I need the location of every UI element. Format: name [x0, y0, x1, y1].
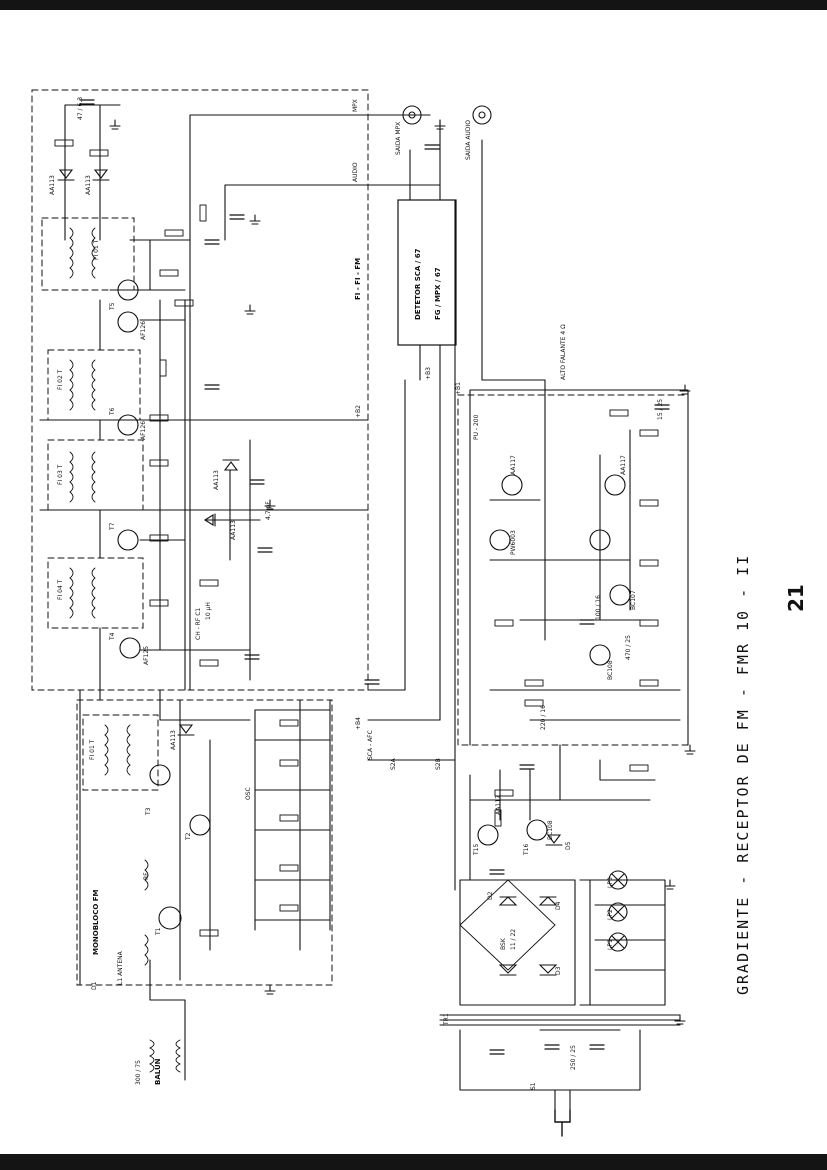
page-number-text: 21: [784, 584, 808, 612]
transistor-tag-t2: T2: [185, 832, 192, 841]
transistor-symbols: [117, 279, 631, 930]
transistor-type-t12: PW6003: [510, 530, 517, 555]
supply-b1: +B1: [455, 382, 462, 395]
transistor-tag-t15: T15: [473, 844, 480, 856]
diode-symbols: [57, 169, 563, 976]
diode-tag-d1: D1: [91, 981, 98, 990]
misc-label-cap-220: 220 / 16: [540, 705, 547, 730]
misc-label-cap-100: 100 / 16: [595, 595, 602, 620]
transistor-tag-t4: T4: [109, 632, 116, 641]
lamp-lp2: LP2: [607, 909, 614, 920]
block-label-fi: FI - FI - FM: [354, 258, 362, 300]
misc-label-cap-470: 470 / 25: [625, 635, 632, 660]
misc-label-cap-47: 4,7 pF: [265, 501, 272, 520]
module-boundaries: [31, 89, 689, 986]
transistor-tag-t6: T6: [109, 407, 116, 416]
rectifier-rating: 11 / 22: [510, 929, 517, 950]
pilot-lamps: [608, 870, 628, 952]
tag-mpx: MPX: [352, 99, 359, 112]
misc-label-inductance: 10 μH: [205, 602, 212, 620]
block-label-frontend: MONOBLOCO FM: [92, 889, 100, 955]
transistor-type-t15: AA117: [495, 795, 502, 815]
supply-b3: +B3: [425, 367, 432, 380]
schematic-labels: FI - FI - FM DETETOR SCA / 67 FG / MPX /…: [49, 97, 664, 1090]
misc-label-chrf: CH - RF C1: [195, 608, 202, 640]
ground-symbols: [109, 119, 696, 1025]
misc-label-cap-15: 15 / 25: [657, 399, 664, 420]
tag-audio: AUDIO: [352, 162, 359, 182]
misc-label-rf: RF: [143, 872, 150, 880]
diode-type-d10: AA113: [49, 175, 56, 195]
switch-s2b: S2B: [435, 758, 442, 770]
lamp-lp1: LP1: [607, 939, 614, 950]
transistor-type-t9: BC108: [607, 660, 614, 680]
transformer-label-1: FI 01 T: [93, 239, 100, 260]
detector-module-box: [397, 199, 457, 346]
rectifier-bsk: BSK: [500, 937, 507, 950]
ac-plug: [554, 1109, 571, 1137]
block-label-detector-1: DETETOR SCA / 67: [414, 248, 422, 320]
bottom-scan-bar: [0, 1154, 827, 1170]
supply-b4: +B4: [355, 717, 362, 730]
amp-module-label: PU - 200: [473, 414, 480, 440]
transistor-type-t14: AA117: [510, 455, 517, 475]
lamp-lp3: LP3: [607, 877, 614, 888]
misc-label-cap-250: 250 / 25: [570, 1045, 577, 1070]
schematic-title-text: GRADIENTE - RECEPTOR DE FM - FMR 10 - II: [734, 553, 752, 995]
transformer-tr1: TR1: [443, 1013, 450, 1026]
diode-tag-d2: D2: [487, 891, 494, 900]
transformer-label-5: FI 01 T: [89, 739, 96, 760]
diode-type-d8: AA113: [230, 520, 237, 540]
switch-s2a: S2A: [390, 757, 397, 770]
transformer-label-4: FI 04 T: [57, 579, 64, 600]
main-wiring: [39, 104, 689, 1111]
diode-type-d6: AA113: [170, 730, 177, 750]
resistor-symbols: [54, 139, 659, 937]
diode-tag-d5: D5: [565, 841, 572, 850]
output-jacks: [402, 105, 492, 125]
capacitor-symbols: [79, 99, 670, 1055]
supply-b2: +B2: [355, 405, 362, 418]
antenna-coil-label: L1 ANTENA: [117, 950, 124, 985]
transistor-tag-t1: T1: [155, 927, 162, 936]
transistor-type-t7: AF126: [140, 321, 147, 340]
transistor-type-t16: BC108: [547, 820, 554, 840]
misc-label-cap-47-63: 47 / 6,3: [77, 97, 84, 120]
sca-afc-label: SCA - AFC: [367, 730, 374, 760]
transistor-type-t11: BC107: [630, 590, 637, 610]
top-scan-bar: [0, 0, 827, 10]
transistor-tag-t16: T16: [523, 844, 530, 856]
jack-label-mpx: SAIDA MPX: [395, 122, 402, 155]
diode-tag-d3: D3: [555, 966, 562, 975]
block-label-detector-2: FG / MPX / 67: [434, 267, 442, 320]
transistor-tag-t3: T3: [145, 807, 152, 816]
misc-label-osc: OSC: [245, 787, 252, 800]
diode-tag-d4: D4: [555, 901, 562, 910]
transistor-tag-t5: T5: [109, 302, 116, 311]
antenna-input-label: 300 / 75: [135, 1060, 142, 1085]
transistor-type-t6: AF126: [140, 421, 147, 440]
transistor-type-t13: AA117: [620, 455, 627, 475]
diode-type-d9: AA113: [213, 470, 220, 490]
if-transformer-coils: [69, 227, 182, 1073]
transformer-label-2: FI 02 T: [57, 369, 64, 390]
transistor-tag-t7: T7: [109, 522, 116, 531]
switch-s1: S1: [530, 1082, 537, 1090]
diode-type-d11: AA113: [85, 175, 92, 195]
transformer-label-3: FI 03 T: [57, 464, 64, 485]
balun-label: BALUN: [154, 1058, 162, 1085]
speaker-label: ALTO FALANTE 4 Ω: [560, 324, 567, 380]
transistor-type-t4: AF125: [143, 646, 150, 665]
jack-label-audio: SAIDA AUDIO: [465, 120, 472, 160]
